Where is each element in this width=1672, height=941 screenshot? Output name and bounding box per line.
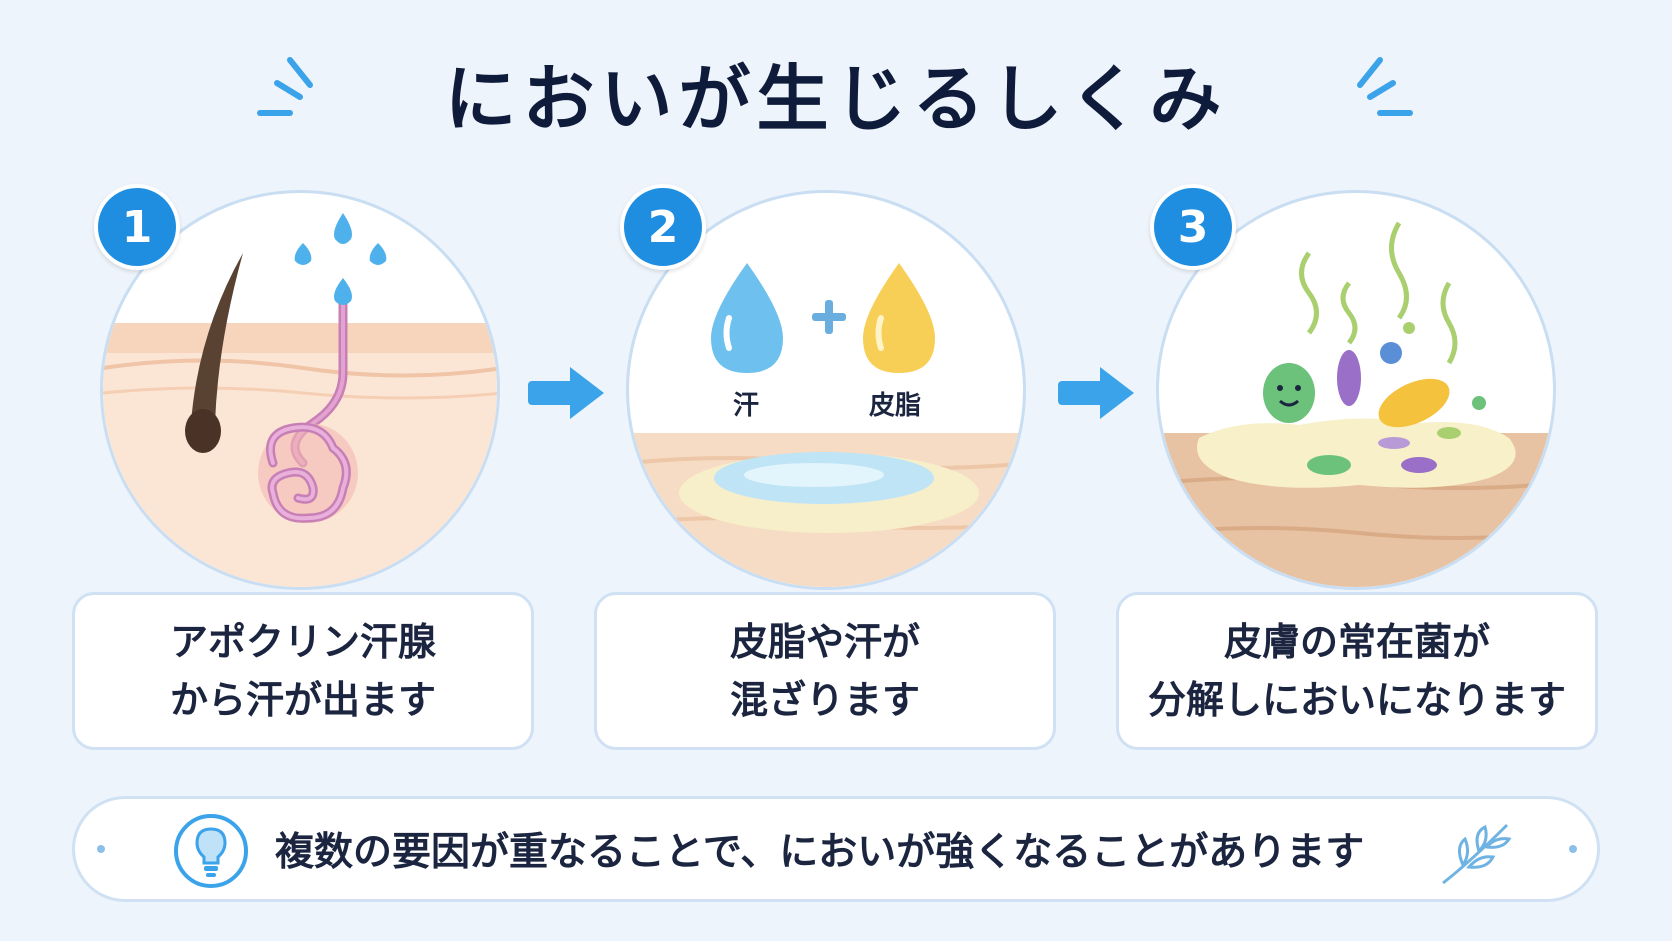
decor-dot [97,845,105,853]
caption-line: アポクリン汗腺 [169,620,436,664]
caption-line: 皮膚の常在菌が [1223,620,1490,664]
leaf-icon [1442,823,1512,885]
step-1: 1 [94,184,500,590]
step-2-caption: 皮脂や汗が 混ざります [594,592,1056,750]
step-number-badge: 2 [620,184,706,270]
step-3: 3 [1150,184,1556,590]
caption-line: から汗が出ます [169,678,436,722]
arrow-right-icon [528,367,604,419]
label-sweat: 汗 [733,391,760,421]
sparkle-left-icon [257,57,313,116]
step-3-caption: 皮膚の常在菌が 分解しにおいになります [1116,592,1598,750]
label-sebum: 皮脂 [869,391,922,421]
step-number-badge: 1 [94,184,180,270]
caption-line: 混ざります [729,678,920,722]
decor-dot [1569,845,1577,853]
page-title: においが生じるしくみ [444,57,1228,141]
step-number-badge: 3 [1150,184,1236,270]
tip-text: 複数の要因が重なることで、においが強くなることがあります [275,830,1365,875]
arrow-right-icon [1058,367,1134,419]
caption-line: 分解しにおいになります [1147,678,1566,722]
step-2: 汗 皮脂 2 [620,184,1026,590]
tip-banner: 複数の要因が重なることで、においが強くなることがあります [72,796,1600,902]
caption-line: 皮脂や汗が [729,620,920,664]
step-1-caption: アポクリン汗腺 から汗が出ます [72,592,534,750]
lightbulb-icon [174,814,248,888]
sparkle-right-icon [1357,57,1413,116]
step-3-illustration [1156,190,1556,590]
